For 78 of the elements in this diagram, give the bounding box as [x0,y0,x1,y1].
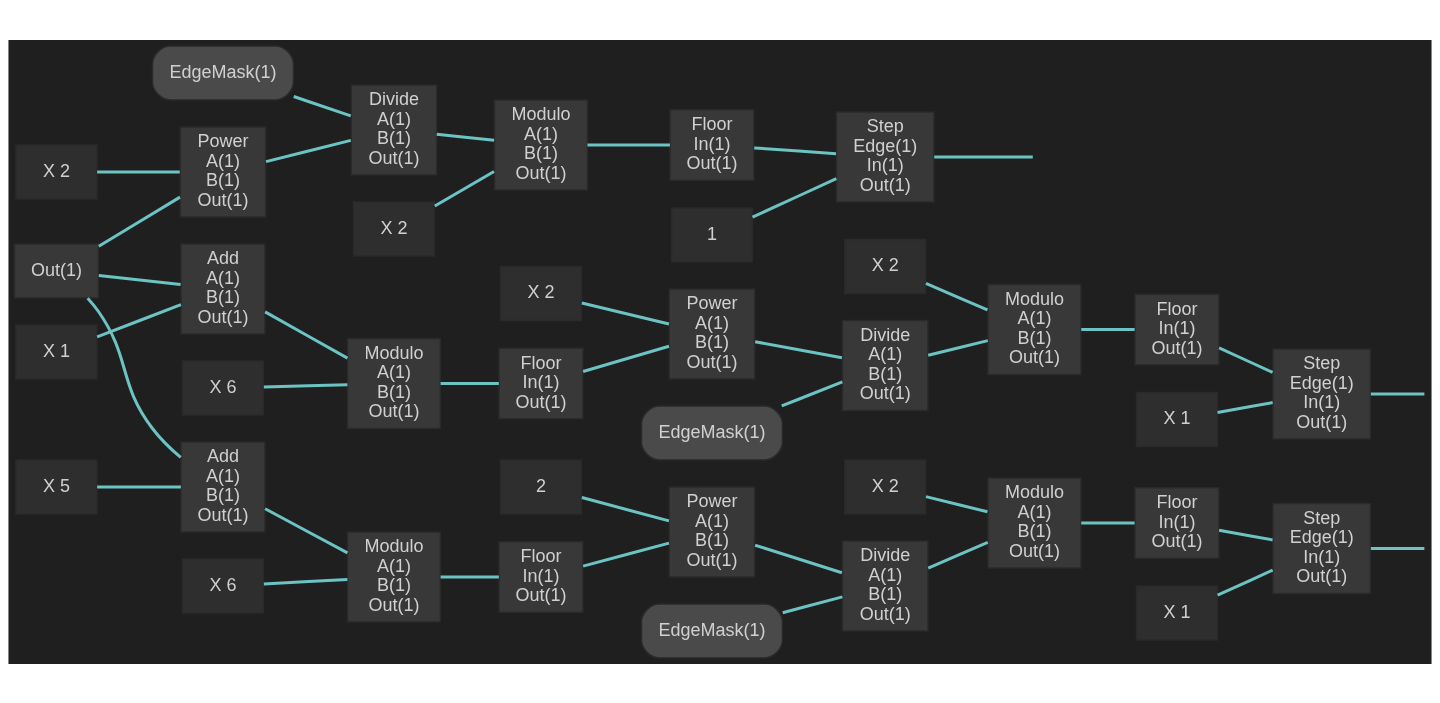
connector [264,310,349,359]
node-box: Modulo A(1) B(1) Out(1) [493,98,589,191]
connector [754,145,837,155]
node-box: X 2 [843,238,927,294]
connector [927,540,989,569]
connector [1218,528,1273,541]
node-box: X 2 [499,265,583,321]
connector [434,169,495,207]
connector [1370,392,1425,395]
node-box: Divide A(1) B(1) Out(1) [350,83,438,176]
node-box: Power A(1) B(1) Out(1) [668,485,756,578]
connector [781,380,843,407]
connector [96,302,182,338]
connector [1216,568,1274,597]
node-box: Divide A(1) B(1) Out(1) [841,319,929,411]
connector [1081,521,1135,524]
node-box: Divide A(1) B(1) Out(1) [841,539,929,632]
node-box: X 1 [1135,584,1219,641]
node-box: Modulo A(1) B(1) Out(1) [346,337,442,429]
node-box: Step Edge(1) In(1) Out(1) [1272,502,1372,594]
connector [934,155,1033,158]
connector [587,143,670,146]
connector [751,176,837,218]
connector [782,594,843,614]
node-box: X 1 [1135,391,1219,447]
node-box: Modulo A(1) B(1) Out(1) [346,530,442,623]
connector [754,543,843,574]
node-box: Add A(1) B(1) Out(1) [180,440,266,533]
connector [1217,400,1273,414]
node-box: Power A(1) B(1) Out(1) [179,125,267,218]
node-box: Modulo A(1) B(1) Out(1) [987,476,1082,569]
connector [293,94,352,117]
connector [925,494,988,513]
connector [754,339,843,359]
connector [1081,327,1135,331]
connector [264,506,349,554]
node-box: Floor In(1) Out(1) [669,108,755,181]
connector [581,495,670,522]
connector [927,338,989,357]
node-box: Modulo A(1) B(1) Out(1) [987,283,1082,375]
connector [582,344,670,373]
node-box: Floor In(1) Out(1) [498,540,584,613]
node-box: X 5 [15,458,98,515]
node-box: EdgeMask(1) [640,404,784,461]
node-box: X 6 [181,359,265,416]
node-box: Power A(1) B(1) Out(1) [668,287,756,380]
node-box: Add A(1) B(1) Out(1) [180,242,266,335]
node-box: Step Edge(1) In(1) Out(1) [835,110,935,203]
node-box: Step Edge(1) In(1) Out(1) [1272,347,1372,440]
connector [98,273,181,286]
connector [263,577,348,585]
node-box: X 2 [15,143,98,200]
connector [265,138,352,163]
connector [1370,546,1425,550]
node-box: EdgeMask(1) [640,602,784,659]
connector [440,575,499,578]
node-box: EdgeMask(1) [151,44,295,101]
node-box: X 2 [843,458,927,515]
node-box: 1 [670,206,754,263]
node-box: Out(1) [13,242,100,299]
node-box: Floor In(1) Out(1) [1134,486,1220,559]
node-box: Floor In(1) Out(1) [1134,293,1220,365]
node-box: X 2 [352,200,436,257]
connector [582,541,670,568]
connector [97,485,181,488]
connector [98,195,181,248]
node-box: X 6 [181,557,265,614]
connector [97,170,180,173]
connector [263,382,348,388]
connector [440,381,499,385]
connector [436,132,495,142]
connector [86,296,182,459]
connector [925,281,989,311]
connector [1218,346,1274,374]
node-box: Floor In(1) Out(1) [498,347,584,419]
connector [581,301,670,325]
node-box: X 1 [15,323,98,380]
node-box: 2 [499,458,583,515]
